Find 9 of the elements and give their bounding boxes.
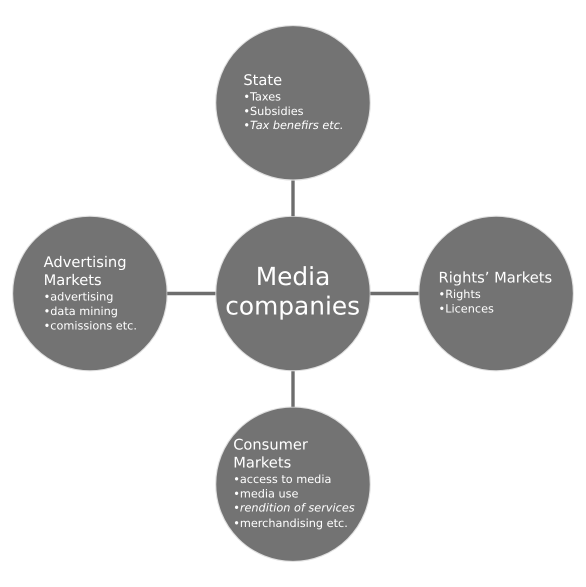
node-circle: Media companies (215, 216, 371, 372)
node-circle: Consumer Markets •access to media •media use •rendition of services •merchandising etc. (215, 406, 371, 562)
connector (291, 180, 295, 216)
node-circle: Rights’ Markets •Rights •Licences (418, 216, 574, 372)
connector (167, 292, 216, 296)
node-circle: State •Taxes •Subsidies •Tax benefirs etc. (215, 24, 371, 181)
connector (291, 371, 295, 407)
connector (370, 292, 418, 296)
node-circle: Advertising Markets •advertising •data mining •comissions etc. (12, 216, 168, 372)
